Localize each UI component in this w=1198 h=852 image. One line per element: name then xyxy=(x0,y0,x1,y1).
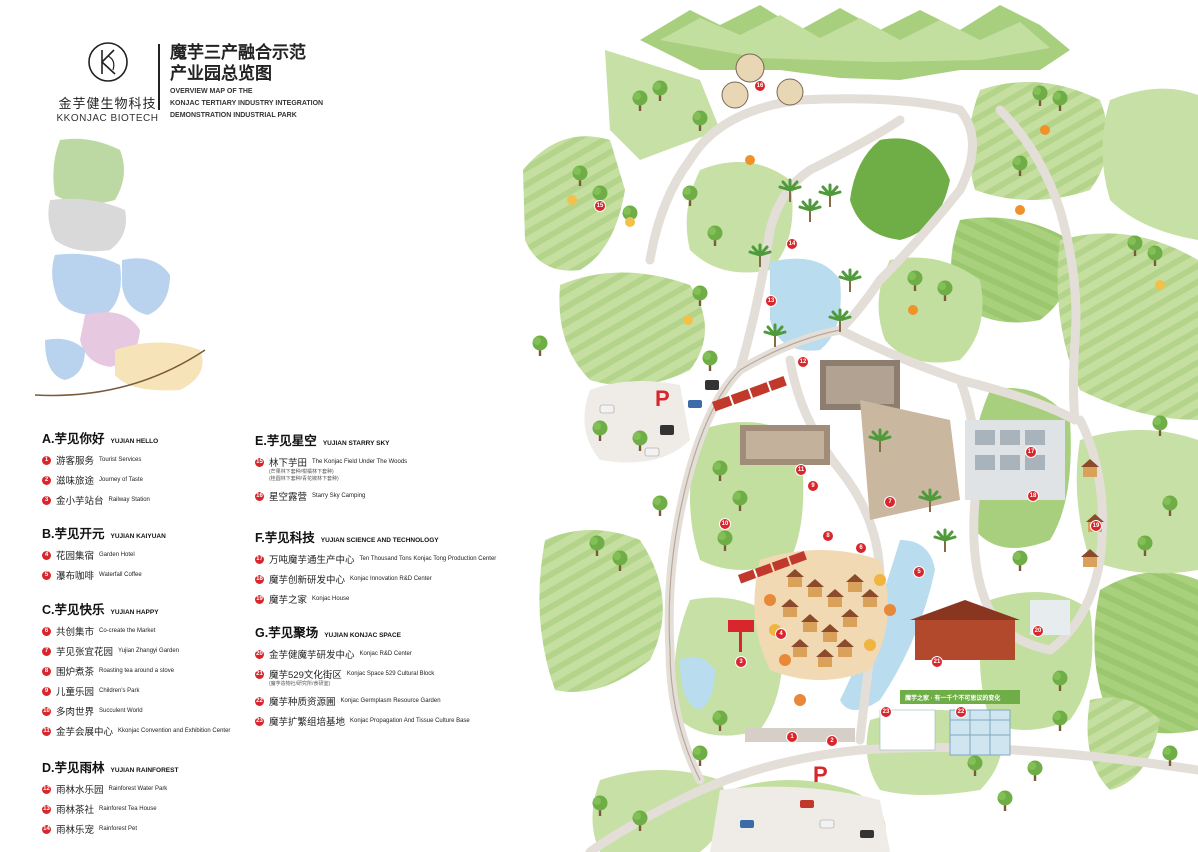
map-pin-10[interactable]: 10 xyxy=(719,518,731,530)
parking-sign-north: P xyxy=(655,386,670,411)
section-e-title-en: YUJIAN STARRY SKY xyxy=(322,440,390,447)
map-pin-13[interactable]: 13 xyxy=(765,295,777,307)
title-cn-line1: 魔芋三产融合示范 xyxy=(170,43,306,62)
map-pin-3[interactable]: 3 xyxy=(735,656,747,668)
section-g-title: G.芋见聚场 xyxy=(255,626,319,640)
section-b-title: B.芋见开元 xyxy=(42,527,105,541)
map-pin-2[interactable]: 2 xyxy=(826,735,838,747)
map-pin-14[interactable]: 14 xyxy=(786,238,798,250)
section-e-note-2: (桂圆林下套种/青花椒林下套种) xyxy=(269,476,339,482)
title-en-line1: OVERVIEW MAP OF THE xyxy=(170,88,253,95)
section-d-title: D.芋见雨林 xyxy=(42,761,105,775)
map-pin-6[interactable]: 6 xyxy=(855,542,867,554)
locator-mini-map xyxy=(34,138,206,397)
parking-sign-south: P xyxy=(813,762,828,787)
section-e-note-1: (芒果林下套种/柑橘林下套种) xyxy=(269,469,334,475)
section-g-title-en: YUJIAN KONJAC SPACE xyxy=(324,632,402,639)
section-a-title: A.芋见你好 xyxy=(42,432,105,446)
map-pin-8[interactable]: 8 xyxy=(822,530,834,542)
map-pin-4[interactable]: 4 xyxy=(775,628,787,640)
brand-name-en: KKONJAC BIOTECH xyxy=(56,113,159,124)
section-a-title-en: YUJIAN HELLO xyxy=(110,438,159,445)
map-pin-16[interactable]: 16 xyxy=(754,80,766,92)
title-en-line2: KONJAC TERTIARY INDUSTRY INTEGRATION xyxy=(170,100,324,107)
map-pin-22[interactable]: 22 xyxy=(955,706,967,718)
brand-name-cn: 金芋健生物科技 xyxy=(58,96,157,111)
map-pin-20[interactable]: 20 xyxy=(1032,625,1044,637)
section-f-title: F.芋见科技 xyxy=(255,531,315,545)
title-en-line3: DEMONSTRATION INDUSTRIAL PARK xyxy=(170,112,297,119)
map-pin-9[interactable]: 9 xyxy=(807,480,819,492)
map-pin-5[interactable]: 5 xyxy=(913,566,925,578)
map-pin-7[interactable]: 7 xyxy=(884,496,896,508)
greenhouse-banner: 魔芋之家 · 有一千个不可思议的变化 xyxy=(905,696,1001,702)
map-pin-23[interactable]: 23 xyxy=(880,706,892,718)
section-g-note-21: (魔芋造物社/研究所/食研室) xyxy=(269,681,331,687)
map-pin-18[interactable]: 18 xyxy=(1027,490,1039,502)
title-cn-line2: 产业园总览图 xyxy=(170,64,272,83)
map-pin-12[interactable]: 12 xyxy=(797,356,809,368)
map-pin-11[interactable]: 11 xyxy=(795,464,807,476)
section-e-title: E.芋见星空 xyxy=(255,434,317,448)
map-pin-19[interactable]: 19 xyxy=(1090,520,1102,532)
section-c-title: C.芋见快乐 xyxy=(42,603,105,617)
section-b-title-en: YUJIAN KAIYUAN xyxy=(110,533,166,540)
section-c-title-en: YUJIAN HAPPY xyxy=(110,609,159,616)
map-pin-21[interactable]: 21 xyxy=(931,656,943,668)
page-title: 魔芋三产融合示范 产业园总览图 OVERVIEW MAP OF THE KONJ… xyxy=(170,42,323,120)
map-pin-17[interactable]: 17 xyxy=(1025,446,1037,458)
section-f-title-en: YUJIAN SCIENCE AND TECHNOLOGY xyxy=(320,537,439,544)
brand-logo: 金芋健生物科技 KKONJAC BIOTECH xyxy=(55,40,160,124)
kkonjac-logo-icon xyxy=(87,42,128,82)
map-pin-1[interactable]: 1 xyxy=(786,731,798,743)
map-pin-15[interactable]: 15 xyxy=(594,200,606,212)
section-d-title-en: YUJIAN RAINFOREST xyxy=(110,767,179,774)
header-divider xyxy=(158,44,160,110)
